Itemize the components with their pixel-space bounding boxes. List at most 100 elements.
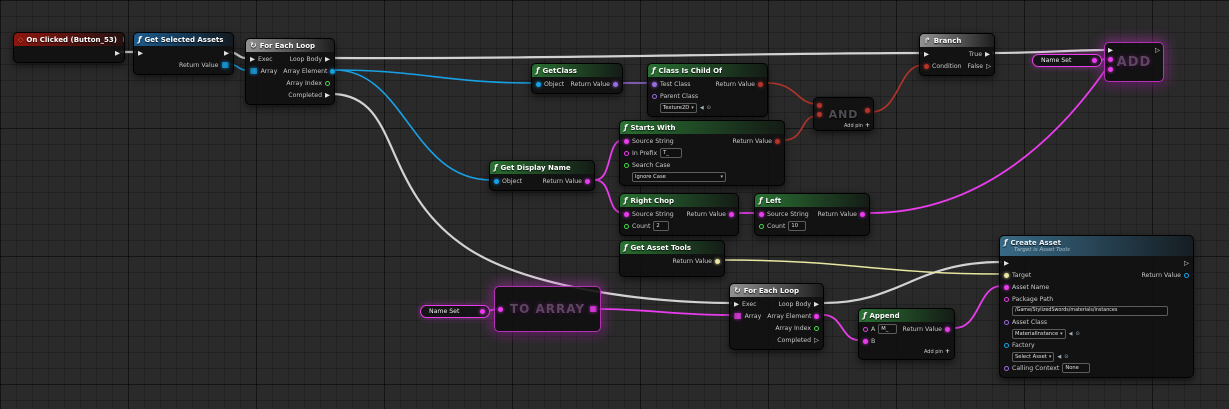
in-prefix-input[interactable]: T_ [660,148,683,158]
variable-out-pin[interactable] [480,309,485,314]
return-value-out-pin[interactable] [775,138,780,144]
calling-context-in-pin[interactable] [1004,365,1009,371]
node-class-is-child-of[interactable]: ƒ Class Is Child Of Test Class Return Va… [647,63,768,117]
variable-out-pin[interactable] [1092,58,1097,63]
asset-name-in-pin[interactable] [1004,284,1009,290]
node-for-each-loop-1[interactable]: ↻ For Each Loop ▶ Exec Loop Body ▶ ▦ Arr… [245,38,336,105]
return-value-out-pin[interactable] [945,326,950,332]
browse-icon[interactable]: ⊙ [1075,330,1080,337]
source-string-in-pin[interactable] [624,138,629,144]
use-selected-icon[interactable]: ◀ [699,104,704,111]
node-title: GetClass [542,66,577,75]
node-and[interactable]: AND Add pin + [813,97,874,131]
test-class-in-pin[interactable] [652,81,657,87]
parent-class-dropdown[interactable]: Texture2D ▾ [660,102,697,113]
return-value-out-pin[interactable] [715,258,720,264]
and-in-a-pin[interactable] [817,103,822,108]
exec-out-pin[interactable]: ▶ [224,48,229,57]
array-index-out-pin[interactable] [325,80,330,86]
use-selected-icon[interactable]: ◀ [1068,330,1073,337]
exec-in-pin[interactable]: ▶ [250,54,255,63]
asset-class-in-pin[interactable] [1004,319,1009,325]
new-item-in-pin[interactable] [1108,67,1113,72]
search-case-in-pin[interactable] [624,162,629,168]
array-element-out-pin[interactable] [814,313,820,319]
exec-out-pin[interactable]: ▷ [1184,258,1189,267]
node-branch[interactable]: ↱ Branch ▶ True ▶ Condition False ▷ [919,33,995,76]
exec-in-pin[interactable]: ▶ [924,49,929,58]
array-out-pin[interactable]: ▦ [221,60,229,69]
false-out-pin[interactable]: ▷ [986,61,992,70]
node-left[interactable]: ƒ Left Source String Return Value Count … [754,193,870,236]
node-get-asset-tools[interactable]: ƒ Get Asset Tools Return Value [619,240,725,277]
return-value-out-pin[interactable] [758,81,763,87]
condition-in-pin[interactable] [924,63,929,69]
and-out-pin[interactable] [865,108,870,113]
a-input[interactable]: M_ [878,324,897,334]
array-in-pin[interactable]: ▦ [250,66,258,75]
use-selected-icon[interactable]: ◀ [1057,353,1062,360]
exec-out-pin[interactable]: ▶ [115,48,120,57]
array-in-pin[interactable]: ▦ [734,311,742,320]
factory-in-pin[interactable] [1004,342,1009,348]
var-get-name-set-2[interactable]: Name Set [1032,54,1102,67]
in-prefix-in-pin[interactable] [624,150,629,156]
source-string-in-pin[interactable] [624,211,629,217]
target-set-in-pin[interactable] [1108,57,1113,62]
loop-body-out-pin[interactable]: ▶ [325,54,330,63]
calling-context-input[interactable]: None [1062,363,1091,373]
set-in-pin[interactable] [498,307,503,312]
exec-out-pin[interactable]: ▷ [1155,46,1160,54]
var-get-name-set-1[interactable]: Name Set [420,305,490,318]
package-path-in-pin[interactable] [1004,296,1009,302]
factory-dropdown[interactable]: Select Asset ▾ [1012,351,1055,362]
browse-icon[interactable]: ⊙ [706,104,711,111]
a-in-pin[interactable] [863,326,868,332]
node-starts-with[interactable]: ƒ Starts With Source String Return Value… [619,120,785,186]
node-on-clicked-event[interactable]: ◇ On Clicked (Button_53) □ ▶ [13,32,125,63]
node-create-asset[interactable]: ƒ Create Asset Target is Asset Tools ▶ ▷… [999,235,1194,378]
browse-icon[interactable]: ⊙ [1064,353,1069,360]
return-value-out-pin[interactable] [860,211,865,217]
count-in-pin[interactable] [759,223,764,229]
node-to-array[interactable]: ▦ TO ARRAY [494,286,601,332]
loop-body-out-pin[interactable]: ▶ [814,299,819,308]
node-get-selected-assets[interactable]: ƒ Get Selected Assets ▶ ▶ Return Value ▦ [133,32,234,75]
target-in-pin[interactable] [1004,272,1009,278]
true-out-pin[interactable]: ▶ [985,49,990,58]
count-input[interactable]: 10 [788,221,807,231]
node-append[interactable]: ƒ Append A M_ Return Value B Add pin + [858,308,955,360]
return-value-out-pin[interactable] [1184,272,1189,278]
b-in-pin[interactable] [863,338,868,344]
completed-out-pin[interactable]: ▷ [814,335,819,344]
exec-in-pin[interactable]: ▶ [1108,46,1113,54]
exec-in-pin[interactable]: ▶ [138,48,143,57]
completed-out-pin[interactable]: ▶ [325,90,330,99]
array-index-out-pin[interactable] [814,325,819,331]
asset-class-dropdown[interactable]: MaterialInstance ▾ [1012,328,1066,339]
return-value-out-pin[interactable] [613,81,618,87]
add-pin-button[interactable]: Add pin + [924,348,950,355]
exec-in-pin[interactable]: ▶ [734,299,739,308]
search-case-dropdown[interactable]: Ignore Case ▾ [632,171,726,182]
count-in-pin[interactable] [624,223,629,229]
parent-class-in-pin[interactable] [652,93,657,99]
return-value-out-pin[interactable] [585,178,590,184]
count-input[interactable]: 2 [653,221,670,231]
array-element-out-pin[interactable] [330,68,336,74]
package-path-input[interactable]: /Game/StylizedSwords/materials/instances [1012,305,1168,316]
array-out-pin[interactable]: ▦ [589,304,597,313]
add-pin-button[interactable]: Add pin + [844,122,870,129]
object-in-pin[interactable] [494,178,499,184]
source-string-in-pin[interactable] [759,211,764,217]
node-get-display-name[interactable]: ƒ Get Display Name Object Return Value [489,160,595,191]
node-right-chop[interactable]: ƒ Right Chop Source String Return Value … [619,193,739,236]
and-in-b-pin[interactable] [817,112,822,117]
return-value-out-pin[interactable] [729,211,734,217]
exec-in-pin[interactable]: ▶ [1004,258,1009,267]
node-get-class[interactable]: ƒ GetClass Object Return Value [531,63,623,94]
node-for-each-loop-2[interactable]: ↻ For Each Loop ▶ Exec Loop Body ▶ ▦ Arr… [729,283,824,350]
object-in-pin[interactable] [536,81,541,87]
node-add[interactable]: ▶ ▷ ADD [1104,42,1164,82]
